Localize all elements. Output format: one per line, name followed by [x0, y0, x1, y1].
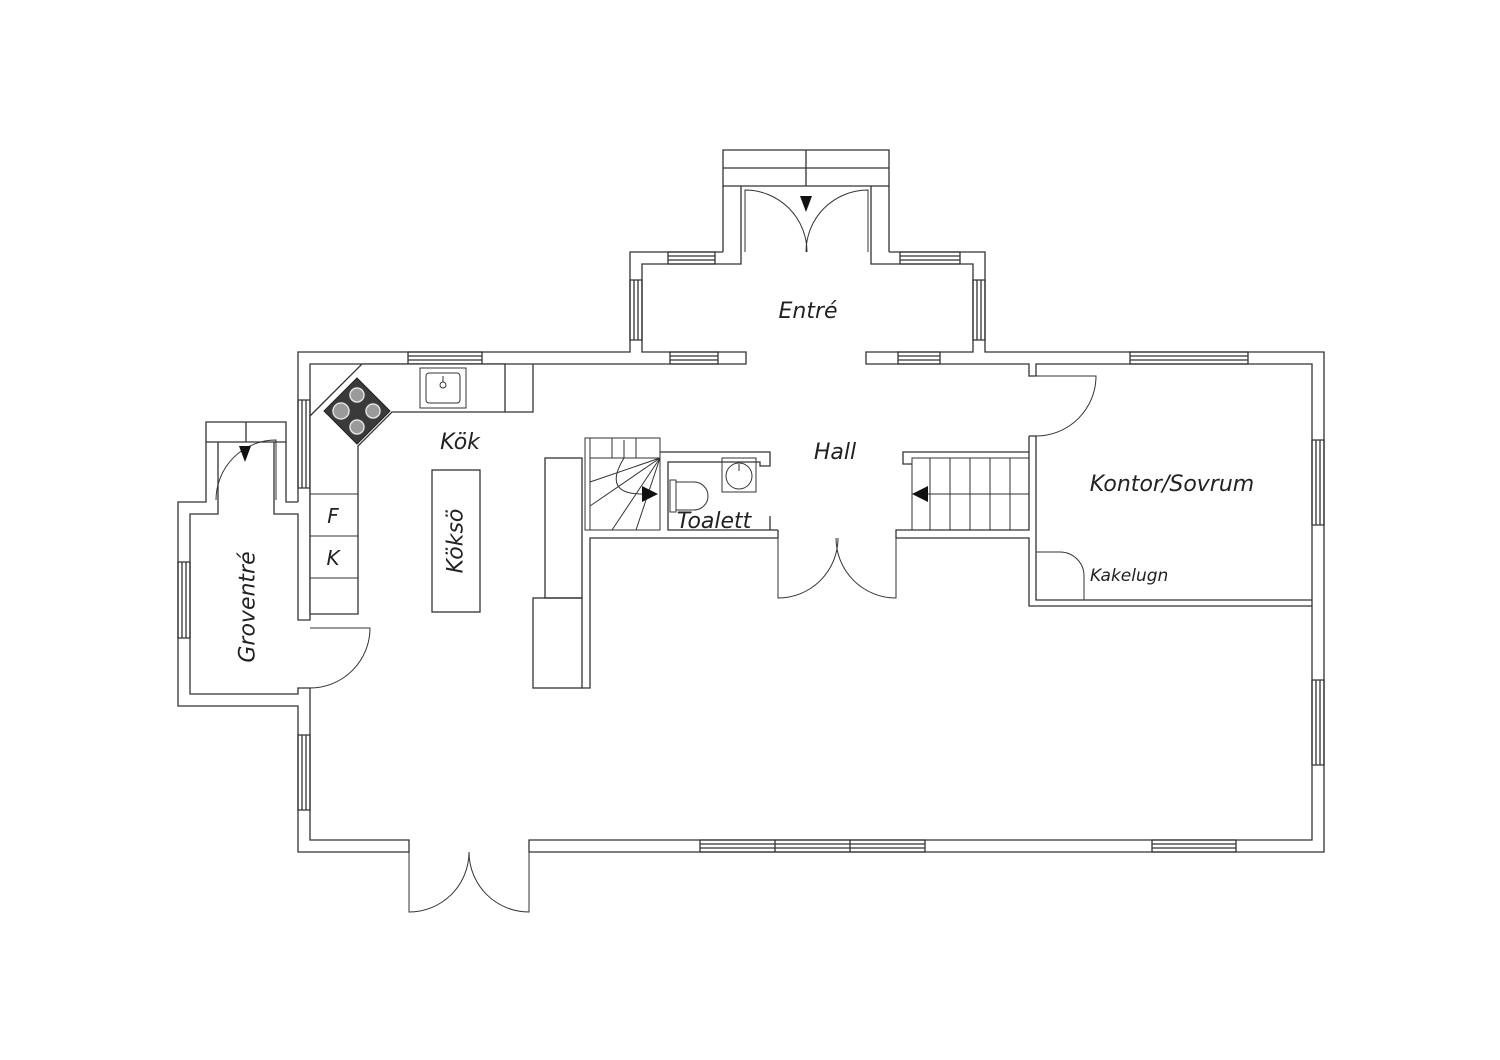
window-entre-bottom-left — [669, 351, 719, 365]
window-entre-left — [629, 279, 643, 341]
burner — [349, 387, 365, 403]
room-label-kok: Kök — [440, 430, 481, 455]
label-kakelugn: Kakelugn — [1090, 566, 1168, 586]
cell-label-f: F — [327, 504, 339, 528]
window-left-lower — [297, 734, 311, 811]
burner — [349, 419, 365, 435]
label-kokso: Köksö — [444, 509, 469, 574]
stairs-right — [911, 457, 1030, 531]
room-label-toalett: Toalett — [677, 509, 753, 534]
kitchen-sink-icon — [419, 367, 467, 409]
entry-door-left — [744, 189, 808, 253]
window-right-lower — [1311, 679, 1325, 766]
terrace-door-left — [408, 851, 470, 913]
cell-label-k: K — [326, 546, 341, 570]
window-entre-bottom-right — [897, 351, 941, 365]
room-label-entre: Entré — [778, 299, 837, 324]
terrace-door-right — [468, 851, 530, 913]
counter-cells — [310, 493, 358, 579]
room-label-kontor: Kontor/Sovrum — [1090, 472, 1254, 497]
cabinet-lower — [532, 597, 583, 689]
hall-door-right — [835, 537, 897, 599]
window-kitchen-top — [407, 351, 483, 365]
hall-door-left — [777, 537, 839, 599]
stairs-left — [584, 437, 661, 531]
tiled-stove — [1036, 551, 1085, 600]
window-entre-top-right — [899, 251, 961, 265]
office-door — [1035, 375, 1097, 437]
walls — [177, 186, 1325, 853]
toilet-tank — [669, 479, 677, 513]
kitchen-island — [431, 469, 481, 613]
burner — [332, 402, 350, 420]
entry-arrow-icon — [800, 196, 812, 212]
toilet-icon — [669, 479, 709, 513]
room-label-hall: Hall — [814, 440, 856, 465]
window-bottom-right — [1151, 839, 1237, 853]
side-entry-door — [215, 439, 277, 501]
side-entry-arrow-icon — [239, 446, 251, 462]
side-porch-steps — [205, 421, 287, 443]
groventre-door — [309, 627, 371, 689]
stairs-right-arrow-icon — [912, 486, 928, 502]
sink-drain — [439, 381, 447, 389]
window-office-top — [1129, 351, 1249, 365]
washbasin-icon — [721, 457, 757, 493]
window-entre-top-left — [667, 251, 716, 265]
window-bottom-triple — [699, 839, 926, 853]
stove-top — [323, 377, 391, 445]
room-label-groventre: Groventré — [236, 551, 261, 662]
cabinet-upper — [544, 457, 583, 599]
entry-porch-steps — [722, 149, 890, 187]
window-left-kitchen — [297, 399, 311, 489]
stairs-left-arrow-icon — [642, 486, 658, 502]
window-entre-right — [972, 279, 986, 341]
stove-icon — [323, 377, 391, 445]
toilet-bowl — [675, 481, 709, 511]
sink-outer — [419, 367, 467, 409]
entry-door-right — [805, 189, 869, 253]
sink-basin — [425, 372, 461, 404]
window-groventre — [177, 561, 191, 639]
washbasin-frame — [721, 457, 757, 493]
window-right-upper — [1311, 439, 1325, 526]
washbasin-bowl — [725, 462, 753, 490]
burner — [365, 403, 381, 419]
